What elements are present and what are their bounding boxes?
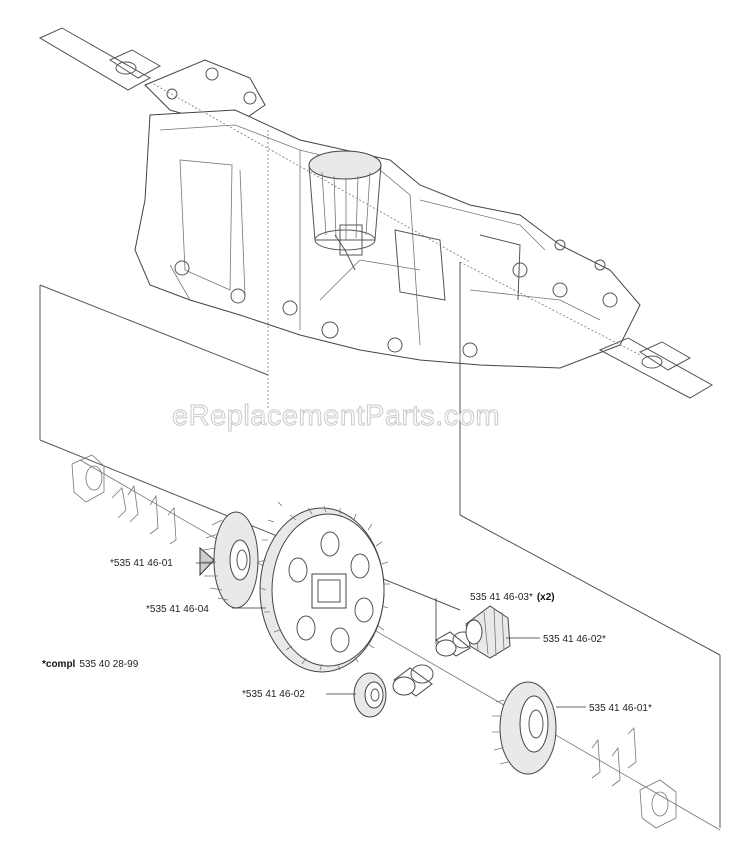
label-pinion-right: 535 41 46-02* bbox=[543, 634, 606, 645]
transaxle-housing bbox=[38, 27, 714, 410]
bevel-gear-left bbox=[199, 511, 259, 609]
right-clip-and-bearing bbox=[591, 727, 677, 829]
bevel-gear-right bbox=[492, 681, 557, 775]
main-spur-gear bbox=[257, 501, 390, 673]
left-bearing-and-clip bbox=[71, 454, 177, 545]
label-pin: 535 41 46-03* (x2) bbox=[470, 592, 555, 603]
watermark-text: eReplacementParts.com bbox=[172, 400, 500, 432]
pin-upper bbox=[435, 631, 474, 657]
label-pin-qty: (x2) bbox=[537, 592, 555, 603]
bevel-pinion-left bbox=[353, 672, 387, 718]
label-kit-prefix: *compl bbox=[42, 659, 76, 670]
pin-lower bbox=[392, 664, 434, 697]
label-kit-number: 535 40 28-99 bbox=[79, 659, 138, 670]
bevel-pinion-right bbox=[465, 605, 511, 659]
label-pin-number: 535 41 46-03* bbox=[470, 592, 533, 603]
label-bevel-gear-left: *535 41 46-01 bbox=[110, 558, 173, 569]
label-main-gear: *535 41 46-04 bbox=[146, 604, 209, 615]
label-pinion-left: *535 41 46-02 bbox=[242, 689, 305, 700]
label-bevel-gear-right: 535 41 46-01* bbox=[589, 703, 652, 714]
leader-lines bbox=[196, 562, 586, 708]
